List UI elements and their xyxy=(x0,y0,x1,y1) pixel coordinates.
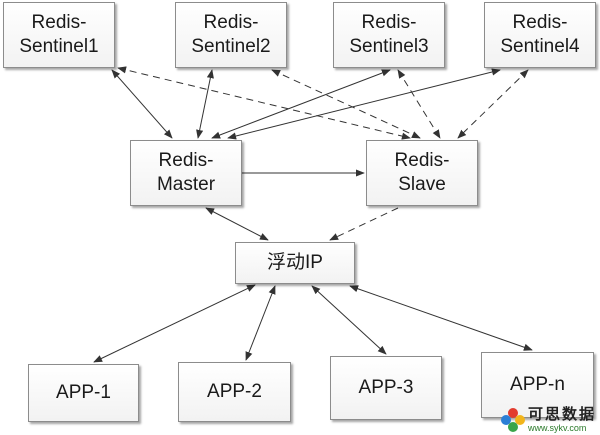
edge-sentinel2-to-master xyxy=(196,69,214,139)
node-label-line2: Slave xyxy=(398,174,446,195)
node-label-line2: Master xyxy=(156,174,216,195)
watermark-url: www.sykv.com xyxy=(527,423,587,433)
node-label-line1: Redis- xyxy=(394,150,450,171)
node-label: APP-3 xyxy=(358,377,414,398)
app-3-node: APP-3 xyxy=(330,356,442,420)
edge-slave-to-vip xyxy=(329,207,399,241)
watermark-logo: 可思数据 www.sykv.com xyxy=(500,406,596,433)
redis-master-node: Redis- Master xyxy=(130,140,242,206)
node-label-line1: Redis- xyxy=(203,12,259,33)
app-n-node: APP-n xyxy=(481,352,594,418)
redis-sentinel2-node: Redis- Sentinel2 xyxy=(175,2,287,68)
redis-slave-node: Redis- Slave xyxy=(366,140,478,206)
node-label-line1: Redis- xyxy=(158,150,214,171)
edge-vip-to-app3 xyxy=(311,285,387,355)
redis-sentinel4-node: Redis- Sentinel4 xyxy=(484,2,596,68)
logo-dots-icon xyxy=(500,408,525,432)
edge-sentinel2-to-slave xyxy=(271,69,421,139)
floating-ip-node: 浮动IP xyxy=(235,242,355,284)
edge-master-to-vip xyxy=(205,207,269,241)
app-1-node: APP-1 xyxy=(28,364,139,422)
watermark-title: 可思数据 xyxy=(527,406,596,423)
edge-vip-to-appn xyxy=(349,285,533,351)
node-label-line2: Sentinel3 xyxy=(349,36,429,57)
node-label: APP-n xyxy=(510,374,565,395)
node-label-line1: Redis- xyxy=(31,12,87,33)
node-label: 浮动IP xyxy=(267,252,323,273)
edge-sentinel1-to-master xyxy=(111,69,173,139)
node-label-line2: Sentinel1 xyxy=(19,36,99,57)
node-label-line2: Sentinel4 xyxy=(500,36,580,57)
app-2-node: APP-2 xyxy=(178,362,291,422)
node-label: APP-1 xyxy=(56,382,111,403)
node-label-line2: Sentinel2 xyxy=(191,36,271,57)
node-label-line1: Redis- xyxy=(361,12,417,33)
edge-sentinel3-to-slave xyxy=(397,69,441,139)
redis-sentinel1-node: Redis- Sentinel1 xyxy=(3,2,115,68)
edge-vip-to-app1 xyxy=(93,284,256,363)
node-label-line1: Redis- xyxy=(512,12,568,33)
redis-sentinel3-node: Redis- Sentinel3 xyxy=(333,2,445,68)
edge-sentinel4-to-master xyxy=(227,68,501,140)
edge-sentinel4-to-slave xyxy=(457,69,529,139)
edge-vip-to-app2 xyxy=(245,285,276,361)
node-label: APP-2 xyxy=(207,381,262,402)
